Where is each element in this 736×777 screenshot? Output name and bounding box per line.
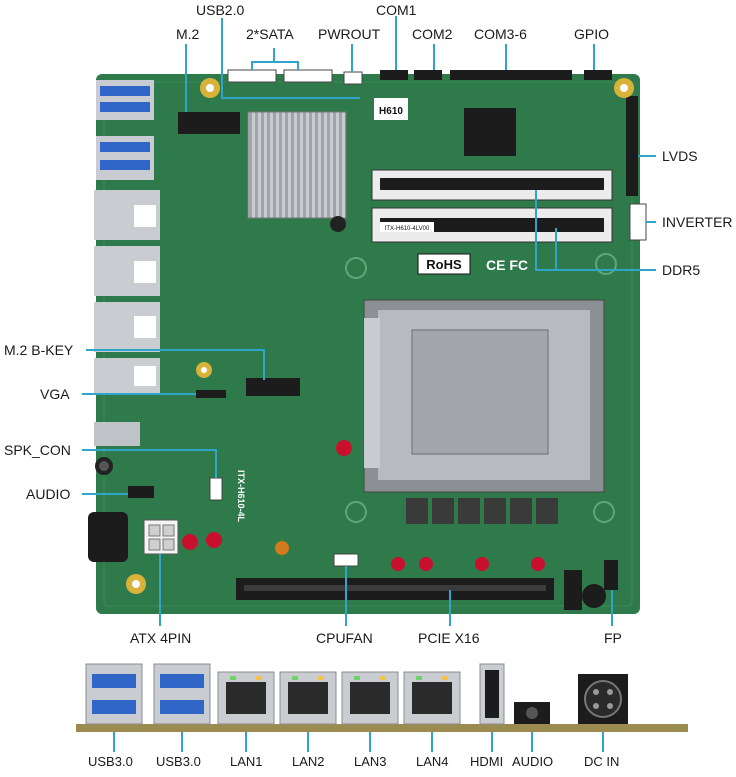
lvds-header	[626, 96, 638, 196]
gpio-header	[584, 70, 612, 80]
leader-lines	[82, 16, 656, 626]
io-lan1	[217, 671, 275, 725]
label-spkcon: SPK_CON	[4, 442, 71, 458]
leader-sata-2	[274, 61, 299, 70]
capacitors	[182, 440, 545, 571]
leader-m2bkey	[86, 349, 265, 380]
cpu-socket	[363, 299, 605, 493]
ddr5-slots	[371, 169, 613, 243]
io-lan4	[403, 671, 461, 725]
chip-label-box	[374, 98, 408, 120]
rear-io-usb-bottom	[96, 136, 154, 180]
buzzer	[582, 584, 606, 608]
label-m2bkey: M.2 B-KEY	[4, 342, 74, 358]
pwrout-connector	[343, 71, 363, 85]
ce-fcc-mark: CE FC	[486, 257, 528, 273]
io-label-usb30-2: USB3.0	[156, 754, 201, 769]
io-label-usb30-1: USB3.0	[88, 754, 133, 769]
io-label-hdmi: HDMI	[470, 754, 504, 769]
label-m2: M.2	[176, 26, 200, 42]
io-label-audio: AUDIO	[512, 754, 554, 769]
cpufan-connector	[333, 553, 359, 567]
rear-io-lan-stack	[94, 190, 160, 394]
label-ddr5: DDR5	[662, 262, 701, 278]
io-lan3	[341, 671, 399, 725]
vrm-chokes	[406, 498, 558, 524]
sata-connector-1	[227, 69, 277, 83]
io-label-lan3: LAN3	[354, 754, 387, 769]
atx-4pin-connector	[143, 519, 179, 555]
io-label-lan1: LAN1	[230, 754, 263, 769]
label-cpufan: CPUFAN	[316, 630, 373, 646]
label-atx4pin: ATX 4PIN	[130, 630, 192, 646]
label-fp: FP	[604, 630, 622, 646]
label-inverter: INVERTER	[662, 214, 733, 230]
io-lan2	[279, 671, 337, 725]
label-pwrout: PWROUT	[318, 26, 381, 42]
rear-io-usb-top	[96, 80, 154, 120]
rohs-text: RoHS	[426, 257, 462, 272]
io-usb30-1	[85, 663, 143, 725]
label-com36: COM3-6	[474, 26, 527, 42]
io-label-lan4: LAN4	[416, 754, 449, 769]
audio-header	[128, 486, 154, 498]
leader-spkcon	[82, 449, 217, 478]
leader-sata	[251, 48, 275, 70]
label-pciex16: PCIE X16	[418, 630, 480, 646]
m2-slot	[178, 112, 240, 134]
io-audio	[514, 702, 550, 724]
pcie-latch	[564, 570, 582, 610]
rear-io-audio-jacks	[88, 422, 140, 562]
pcie-x16-slot	[236, 578, 554, 600]
label-vga: VGA	[40, 386, 70, 402]
spk-connector	[209, 477, 223, 501]
com2-header	[414, 70, 442, 80]
io-hdmi	[479, 663, 505, 725]
fp-header	[604, 560, 618, 590]
inverter-connector	[629, 203, 647, 241]
io-dcin	[578, 674, 628, 724]
vga-header	[196, 390, 226, 398]
m2-bkey-slot	[246, 378, 300, 396]
mounting-holes	[126, 78, 634, 594]
chip-label: H610	[379, 106, 403, 117]
io-label-dcin: DC IN	[584, 754, 620, 769]
label-sata: 2*SATA	[246, 26, 294, 42]
com36-header	[450, 70, 572, 80]
board-model-label: ITX-H610-4LV00	[385, 226, 430, 232]
heatsink	[247, 111, 347, 232]
io-panel	[76, 663, 688, 732]
io-usb30-2	[153, 663, 211, 725]
label-com2: COM2	[412, 26, 453, 42]
rohs-badge	[417, 253, 471, 275]
label-audio: AUDIO	[26, 486, 71, 502]
label-lvds: LVDS	[662, 148, 698, 164]
leader-usb20	[221, 18, 360, 99]
label-gpio: GPIO	[574, 26, 610, 42]
label-usb20: USB2.0	[196, 2, 245, 18]
board-model-vertical: ITX-H610-4L	[236, 470, 246, 523]
label-com1: COM1	[376, 2, 417, 18]
sata-connector-2	[283, 69, 333, 83]
leader-ddr5	[535, 190, 656, 271]
com1-header	[380, 70, 408, 80]
io-label-lan2: LAN2	[292, 754, 325, 769]
chipset	[464, 108, 516, 156]
